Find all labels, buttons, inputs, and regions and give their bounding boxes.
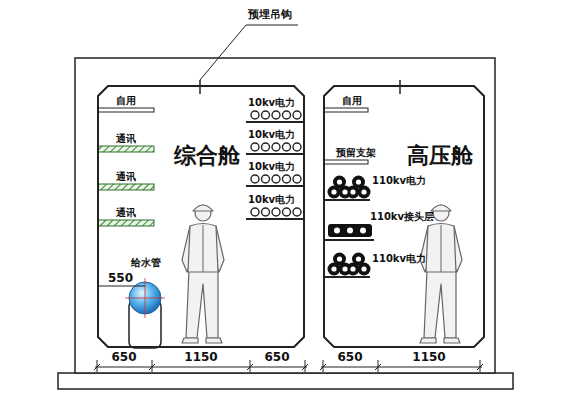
outer-wall [75,58,495,373]
base-slab [58,373,513,389]
right-shelves [324,108,374,277]
shelf-label: 通讯 [116,134,136,144]
cable-label: 10kv电力 [248,195,295,205]
dimension: 550 [108,272,133,284]
person [182,205,224,343]
callout-text: 预埋吊钩 [248,9,292,20]
dimension: 650 [111,351,136,363]
shelf-label: 通讯 [116,172,136,182]
cable-label: 10kv电力 [248,98,295,108]
dimension: 650 [337,351,362,363]
person [420,205,462,343]
cable-label: 110kv电力 [372,254,426,264]
shelf-label: 自用 [116,96,136,106]
leader-line [200,25,298,80]
dimension-line [97,286,145,287]
dimension: 1150 [184,351,217,363]
cable-label: 10kv电力 [248,130,295,140]
left-shelves [98,108,154,226]
10kv-shelves [246,111,305,219]
dimension: 650 [264,351,289,363]
pipe-label: 给水管 [131,258,161,268]
chamber-title: 综合舱 [174,141,240,171]
cable-label: 10kv电力 [248,162,295,172]
shelf-label: 通讯 [116,208,136,218]
dimension: 1150 [412,351,445,363]
chamber-title: 高压舱 [407,141,473,171]
shelf-label: 预留支架 [336,148,376,158]
cable-label: 110kv电力 [372,176,426,186]
shelf-label: 自用 [342,96,362,106]
cable-label: 110kv接头层 [370,212,434,222]
